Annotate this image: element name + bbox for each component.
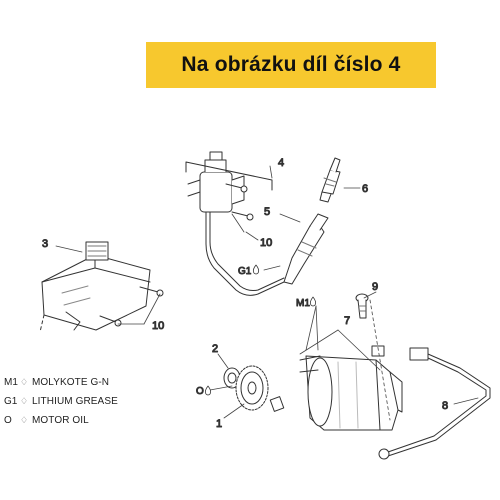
- callout-3: 3: [42, 238, 48, 250]
- callout-5: 5: [264, 206, 270, 218]
- part-4-ignition-coil: [187, 151, 285, 296]
- callout-6: 6: [362, 183, 368, 195]
- drop-icon: ♢: [19, 415, 29, 425]
- part-10-bolt-lower: [99, 286, 164, 327]
- callout-1: 1: [216, 418, 222, 430]
- drop-icon: ♢: [19, 396, 29, 406]
- part-10-bolt-upper: [225, 183, 254, 221]
- callout-8: 8: [442, 400, 448, 412]
- legend-row-o: O ♢ MOTOR OIL: [4, 411, 118, 430]
- lube-tag-g1: G1: [238, 266, 252, 277]
- lubricant-legend: M1 ♢ MOLYKOTE G-N G1 ♢ LITHIUM GREASE O …: [4, 373, 118, 430]
- lube-tag-m1: M1: [296, 298, 310, 309]
- part-7-starter-motor: [299, 345, 403, 431]
- part-6-spark-plug: [319, 157, 341, 203]
- part-5-spark-plug-cap: [283, 213, 329, 285]
- legend-row-g1: G1 ♢ LITHIUM GREASE: [4, 392, 118, 411]
- callout-10-upper: 10: [260, 237, 272, 249]
- lube-tag-o: O: [196, 386, 204, 397]
- drop-icon: [309, 296, 317, 307]
- legend-code: G1: [4, 395, 18, 407]
- callout-10-lower: 10: [152, 320, 164, 332]
- drop-icon: [252, 264, 260, 275]
- leader-lines: [55, 165, 479, 421]
- part-8-starter-cable: [378, 347, 491, 460]
- legend-label: MOTOR OIL: [32, 414, 89, 426]
- callout-2: 2: [212, 343, 218, 355]
- callout-7: 7: [344, 315, 350, 327]
- part-3-control-unit: [39, 241, 151, 333]
- part-1-starter-gear: [235, 365, 285, 412]
- banner-text: Na obrázku díl číslo 4: [181, 53, 401, 76]
- drop-icon: ♢: [19, 377, 29, 387]
- highlight-banner: Na obrázku díl číslo 4: [146, 42, 436, 88]
- callout-9: 9: [372, 281, 378, 293]
- callout-4: 4: [278, 157, 284, 169]
- legend-label: LITHIUM GREASE: [32, 395, 118, 407]
- legend-code: M1: [4, 376, 18, 388]
- legend-code: O: [4, 414, 12, 426]
- legend-label: MOLYKOTE G-N: [32, 376, 110, 388]
- drop-icon: [204, 385, 212, 396]
- legend-row-m1: M1 ♢ MOLYKOTE G-N: [4, 373, 118, 392]
- part-9-screw: [355, 293, 369, 319]
